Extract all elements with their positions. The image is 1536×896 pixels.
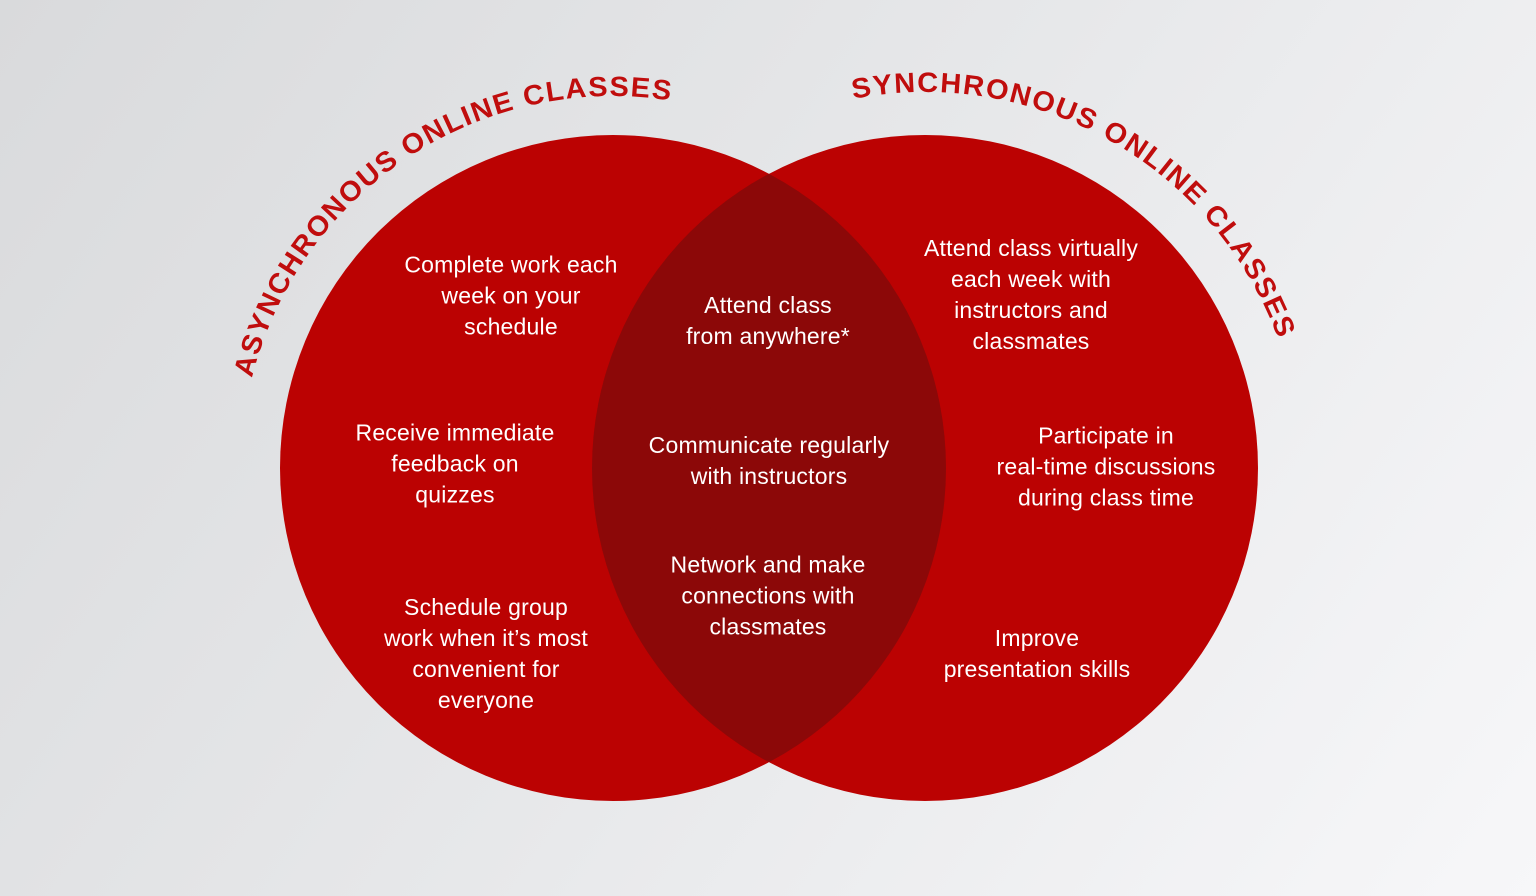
sync-note-realtime-discussions: Participate in real-time discussions dur… [996,422,1216,511]
sync-note-presentation-skills: Improve presentation skills [943,625,1131,682]
overlap-note-attend-anywhere: Attend class from anywhere* [686,292,850,349]
async-note-immediate-feedback: Receive immediate feedback on quizzes [355,419,555,508]
overlap-note-network-connections: Network and make connections with classm… [670,551,866,640]
async-note-schedule-group-work: Schedule group work when it’s most conve… [383,594,589,713]
sync-note-attend-virtually: Attend class virtually each week with in… [923,235,1139,354]
overlap-note-communicate-regularly: Communicate regularly with instructors [648,432,890,489]
async-note-complete-work: Complete work each week on your schedule [404,251,618,340]
overlap-lens [592,135,946,801]
